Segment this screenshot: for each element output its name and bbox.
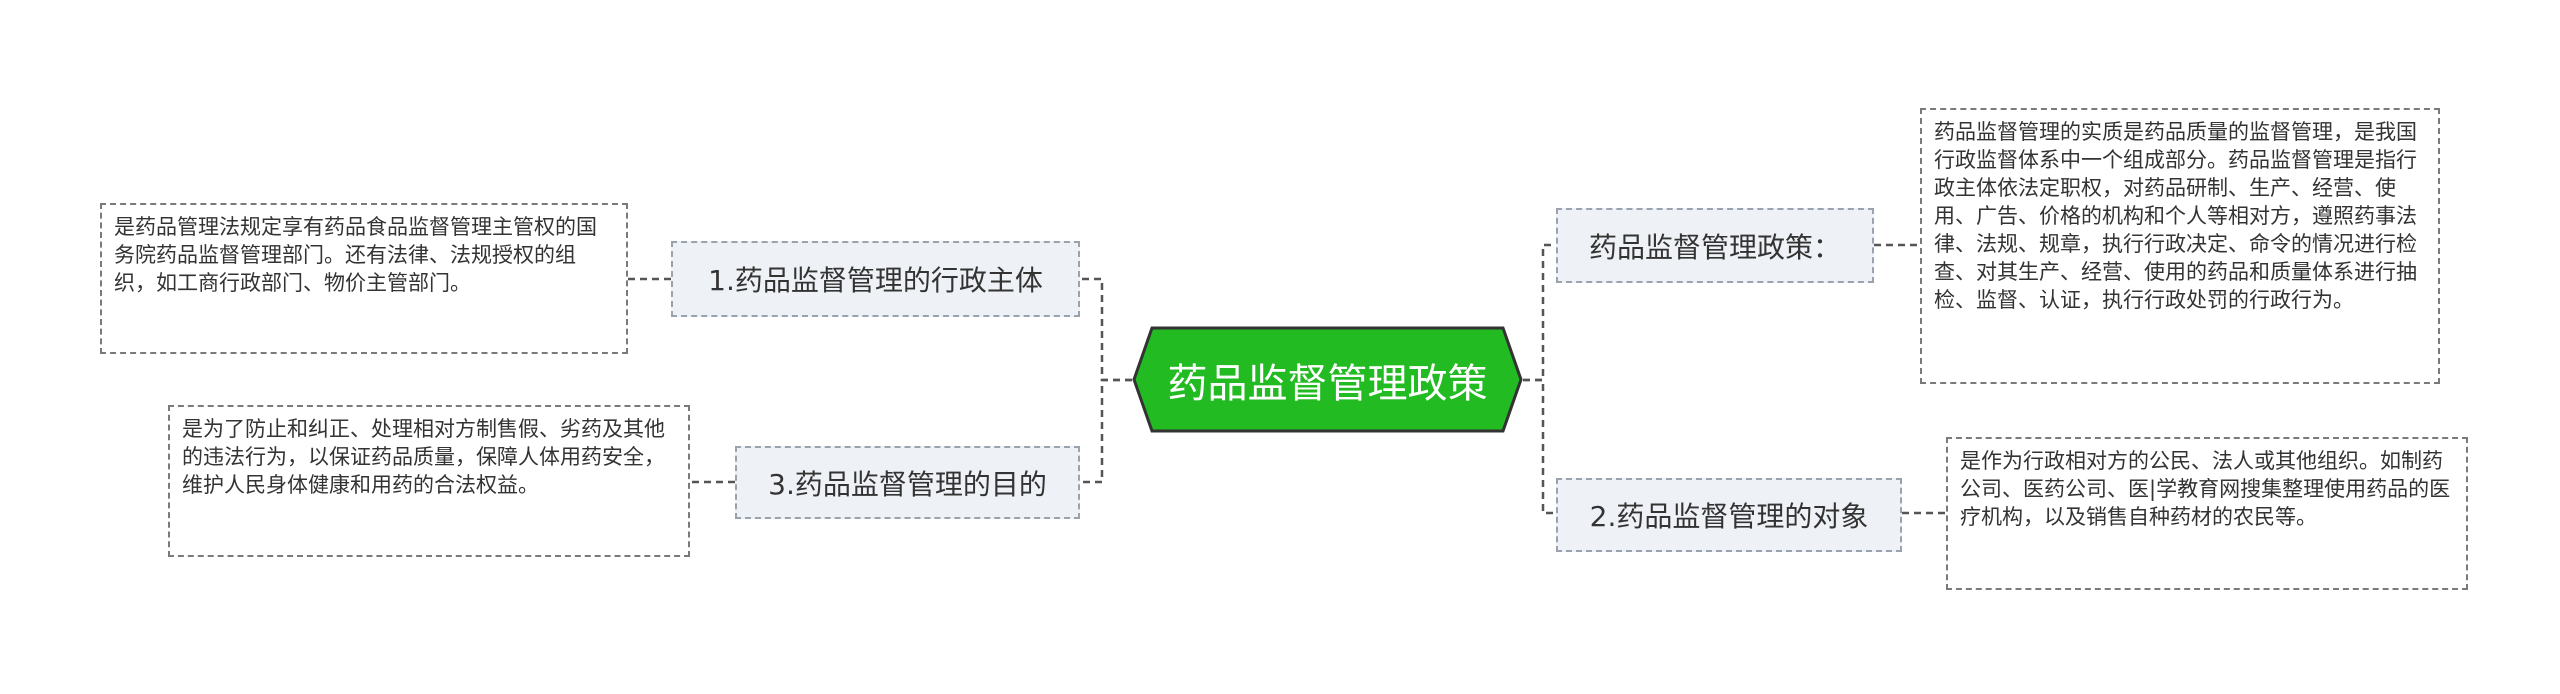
connector-center-left-top [1080, 277, 1132, 382]
connector-center-right-bottom [1523, 378, 1556, 515]
connector-center-left-bottom [1080, 378, 1132, 484]
branch-policy[interactable]: 药品监督管理政策： [1556, 208, 1874, 283]
note-target-text: 是作为行政相对方的公民、法人或其他组织。如制药公司、医药公司、医|学教育网搜集整… [1960, 449, 2451, 529]
branch-administrative-subject-label: 1.药品监督管理的行政主体 [708, 264, 1043, 297]
note-administrative-subject-text: 是药品管理法规定享有药品食品监督管理主管权的国务院药品监督管理部门。还有法律、法… [114, 215, 597, 295]
branch-purpose-label: 3.药品监督管理的目的 [768, 467, 1047, 501]
branch-target-label: 2.药品监督管理的对象 [1589, 500, 1869, 533]
central-topic[interactable]: 药品监督管理政策 [1132, 326, 1523, 433]
branch-administrative-subject[interactable]: 1.药品监督管理的行政主体 [671, 241, 1080, 317]
branch-target[interactable]: 2.药品监督管理的对象 [1556, 478, 1902, 552]
central-topic-label: 药品监督管理政策 [1167, 360, 1488, 407]
note-policy-text: 药品监督管理的实质是药品质量的监督管理，是我国行政监督体系中一个组成部分。药品监… [1934, 120, 2417, 312]
note-target: 是作为行政相对方的公民、法人或其他组织。如制药公司、医药公司、医|学教育网搜集整… [1946, 437, 2468, 590]
note-administrative-subject: 是药品管理法规定享有药品食品监督管理主管权的国务院药品监督管理部门。还有法律、法… [100, 203, 628, 354]
branch-purpose[interactable]: 3.药品监督管理的目的 [735, 446, 1080, 519]
branch-policy-label: 药品监督管理政策： [1588, 230, 1841, 264]
note-policy: 药品监督管理的实质是药品质量的监督管理，是我国行政监督体系中一个组成部分。药品监… [1920, 108, 2440, 384]
note-purpose-text: 是为了防止和纠正、处理相对方制售假、劣药及其他的违法行为，以保证药品质量，保障人… [182, 417, 665, 497]
note-purpose: 是为了防止和纠正、处理相对方制售假、劣药及其他的违法行为，以保证药品质量，保障人… [168, 405, 690, 557]
connector-center-right-top [1523, 243, 1556, 382]
central-topic-shape [1132, 326, 1523, 433]
